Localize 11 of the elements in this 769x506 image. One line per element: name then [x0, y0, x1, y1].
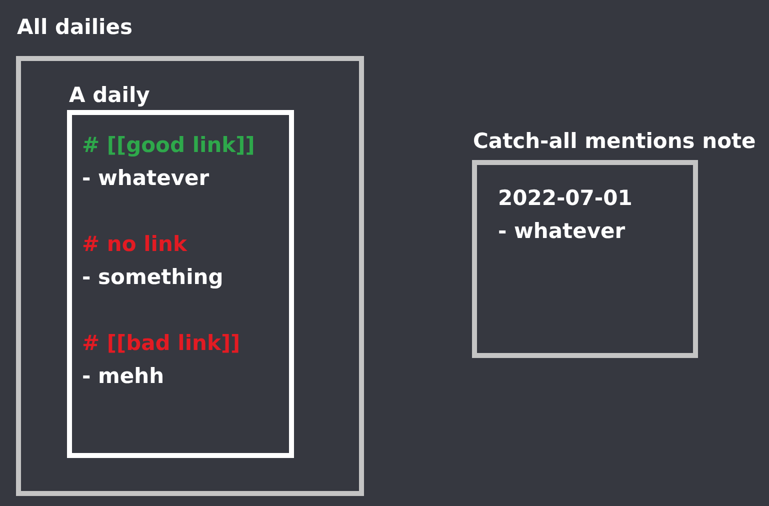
section-heading: # [[good link]] [82, 133, 255, 157]
date-heading: 2022-07-01 [498, 186, 632, 210]
list-item: - mehh [82, 364, 164, 388]
frame-title: A daily [69, 83, 150, 107]
list-item: - something [82, 265, 224, 289]
list-item: - whatever [82, 166, 210, 190]
section-heading: # [[bad link]] [82, 331, 240, 355]
frame-title: All dailies [17, 15, 132, 39]
list-item: - whatever [498, 219, 626, 243]
frame-title: Catch-all mentions note [473, 129, 756, 153]
section-heading: # no link [82, 232, 187, 256]
